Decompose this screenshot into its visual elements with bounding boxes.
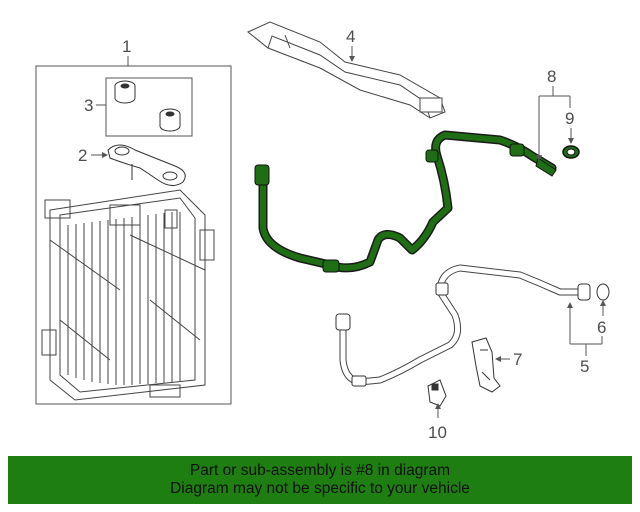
part-5-cooler-line: 5 — [335, 264, 603, 387]
line-fitting-upper — [425, 149, 439, 163]
callout-8: 8 — [547, 67, 556, 86]
part-8-cooler-line-highlighted: 8 9 — [254, 67, 580, 273]
cooler-line-path — [260, 132, 555, 271]
callout-9: 9 — [565, 109, 574, 128]
callout-10: 10 — [428, 423, 447, 442]
line-fitting-right — [509, 143, 525, 157]
callout-7: 7 — [513, 350, 522, 369]
info-banner: Part or sub-assembly is #8 in diagram Di… — [8, 456, 632, 504]
part-3-plug-bottom — [159, 108, 181, 132]
banner-line-1: Part or sub-assembly is #8 in diagram — [189, 462, 451, 479]
radiator-group-frame — [35, 65, 232, 405]
callout-1: 1 — [122, 37, 131, 56]
line-fitting-mid — [322, 259, 340, 273]
callout-3: 3 — [84, 96, 93, 115]
part-6-o-ring — [596, 283, 610, 301]
callout-6: 6 — [597, 318, 606, 337]
callout-4: 4 — [346, 27, 355, 46]
parts-diagram: 1 3 — [35, 21, 610, 442]
callout-2: 2 — [78, 146, 87, 165]
part-7-clip-group: 7 — [471, 337, 522, 393]
part-3-box — [105, 77, 193, 137]
part-10-clip — [427, 379, 447, 407]
part-1-radiator-group: 1 3 — [35, 37, 232, 405]
part-10-clip-group: 10 — [427, 379, 447, 442]
banner-line-2: Diagram may not be specific to your vehi… — [170, 480, 470, 497]
part-3-plug-top — [114, 80, 136, 104]
part-2-bracket — [107, 144, 186, 186]
line-fitting-left — [254, 164, 270, 186]
radiator-core — [41, 189, 215, 401]
part-4-support: 4 — [247, 21, 446, 119]
part-7-clip — [471, 337, 501, 393]
part-6-o-ring-group: 6 — [596, 283, 610, 337]
callout-5: 5 — [580, 357, 589, 376]
